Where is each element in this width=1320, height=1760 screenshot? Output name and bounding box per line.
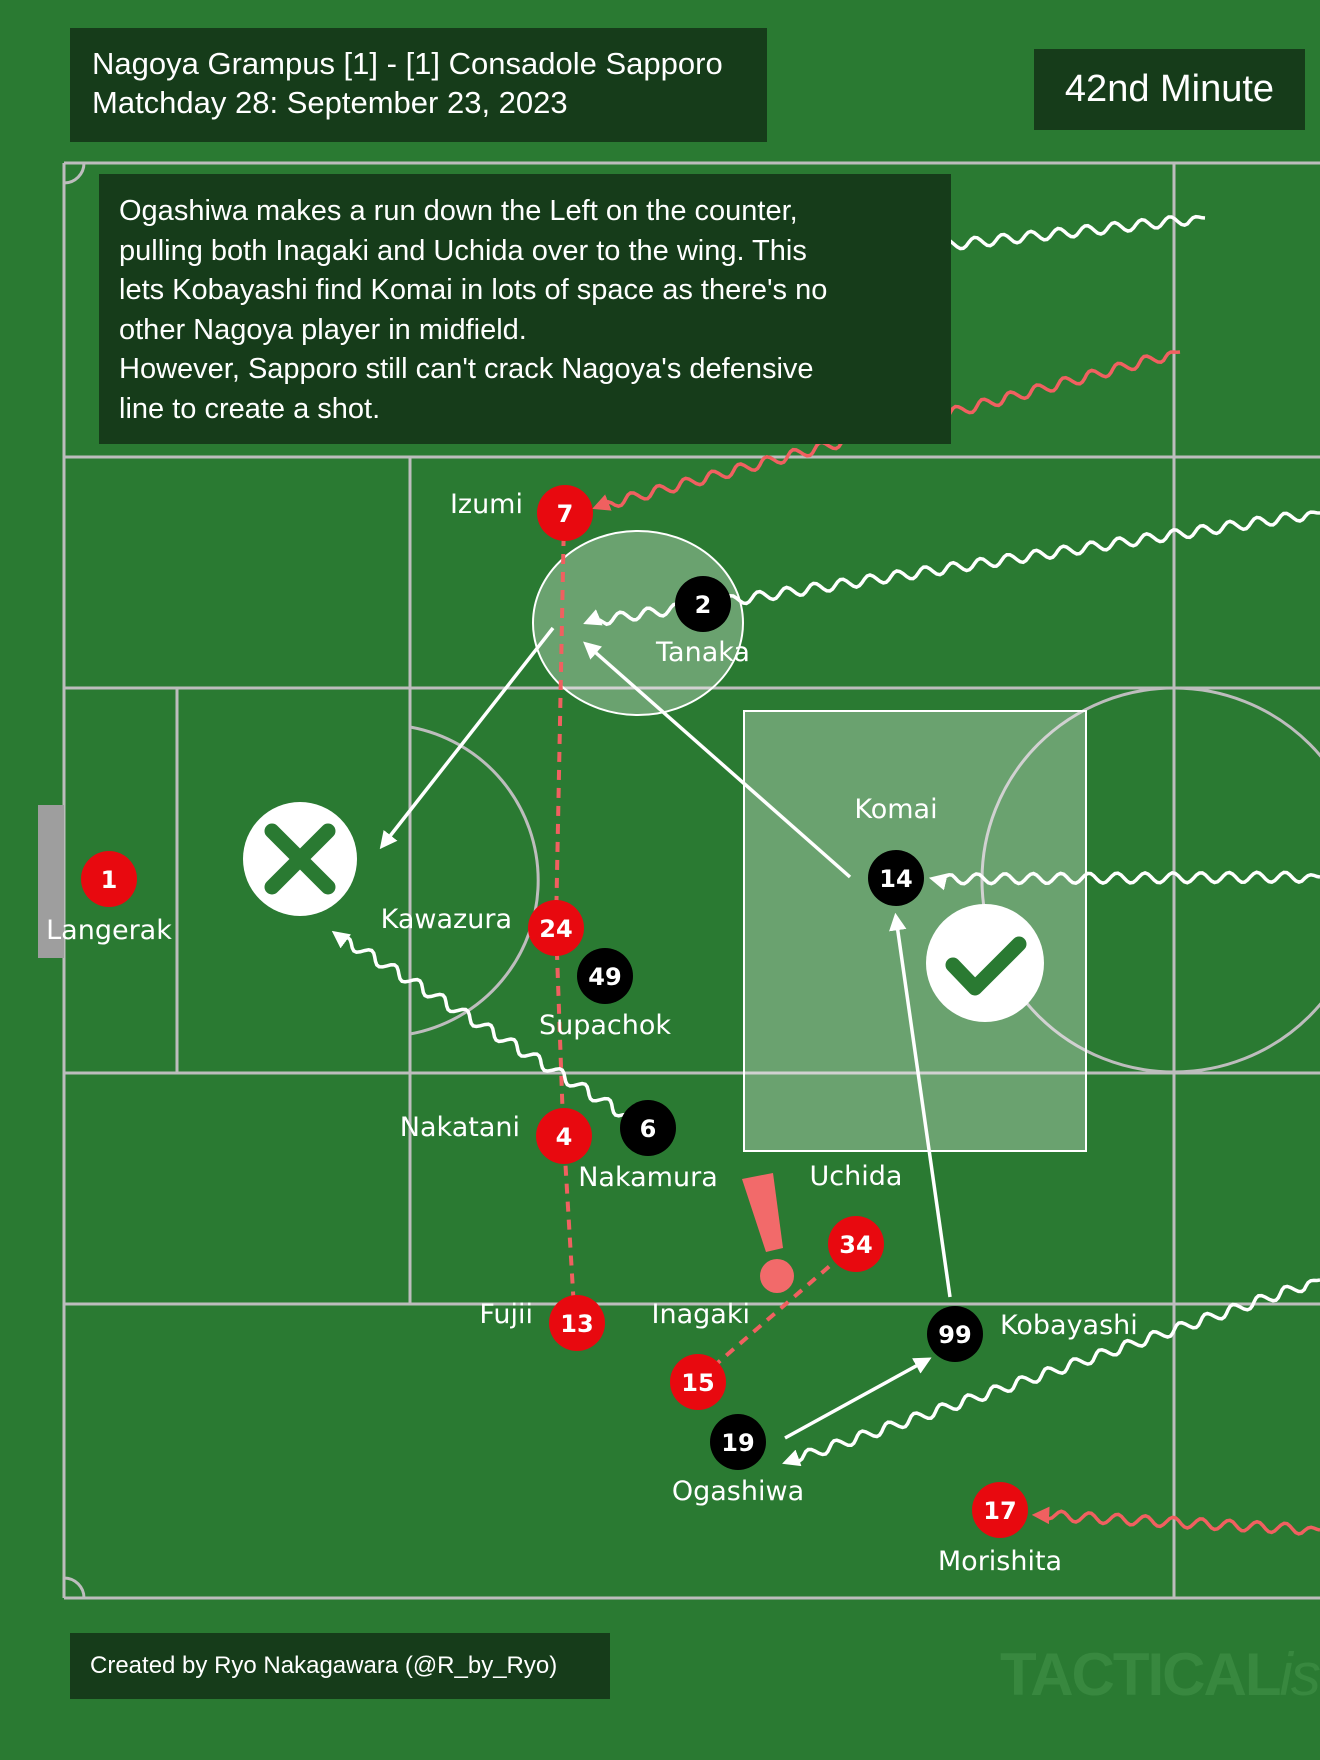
player-name: Nakatani: [400, 1112, 520, 1143]
run-morishita: [1031, 1506, 1320, 1536]
exclamation-icon: [742, 1173, 794, 1293]
run-komai: [928, 870, 1320, 891]
player-name: Nakamura: [578, 1162, 718, 1193]
player-name: Uchida: [810, 1161, 903, 1192]
goal: [38, 805, 64, 958]
watermark-logo: TACTICALista: [1000, 1641, 1320, 1708]
note-line: other Nagoya player in midfield.: [119, 313, 527, 346]
player-number: 15: [681, 1369, 714, 1397]
inagaki-uchida-link: [697, 1243, 856, 1381]
commentary-panel: Ogashiwa makes a run down the Left on th…: [99, 174, 951, 444]
minute-badge: 42nd Minute: [1034, 49, 1305, 130]
note-line: lets Kobayashi find Komai in lots of spa…: [119, 274, 828, 306]
player-name: Ogashiwa: [672, 1476, 804, 1507]
player-number: 4: [556, 1123, 573, 1151]
player-nagoya-15: 15 Inagaki: [652, 1299, 750, 1410]
note-line: pulling both Inagaki and Uchida over to …: [119, 234, 807, 267]
pass-kobayashi-komai: [889, 912, 952, 1298]
player-number: 1: [101, 866, 118, 894]
player-number: 14: [879, 865, 912, 893]
match-title: Nagoya Grampus [1] - [1] Consadole Sappo…: [92, 46, 723, 81]
nagoya-defensive-line: [553, 517, 577, 1326]
player-sapporo-99: 99 Kobayashi: [927, 1306, 1138, 1362]
player-name: Morishita: [938, 1546, 1062, 1577]
player-number: 7: [557, 500, 574, 528]
player-name: Tanaka: [655, 637, 750, 668]
player-nagoya-24: 24 Kawazura: [381, 900, 584, 956]
cross-icon: [243, 802, 357, 916]
player-number: 17: [983, 1497, 1016, 1525]
player-number: 19: [721, 1429, 754, 1457]
note-line: However, Sapporo still can't crack Nagoy…: [119, 353, 814, 385]
pass-ogashiwa-kobayashi: [784, 1357, 932, 1440]
player-nagoya-13: 13 Fujii: [479, 1295, 605, 1351]
tanaka-zone: [532, 530, 744, 716]
player-nagoya-34: 34 Uchida: [810, 1161, 903, 1272]
pass-tanaka-failed: [379, 626, 555, 850]
player-number: 13: [560, 1310, 593, 1338]
player-number: 34: [839, 1231, 872, 1259]
player-name: Komai: [854, 794, 937, 825]
player-name: Kobayashi: [1000, 1310, 1138, 1341]
run-ogashiwa: [782, 1278, 1320, 1467]
komai-space-zone: [743, 710, 1087, 1152]
credit-panel: Created by Ryo Nakagawara (@R_by_Ryo): [70, 1633, 610, 1699]
pass-komai-tanaka: [583, 641, 852, 879]
player-name: Kawazura: [381, 904, 512, 935]
player-number: 99: [938, 1321, 971, 1349]
pitch-lines: [62, 161, 1320, 1600]
player-number: 49: [588, 963, 621, 991]
player-nagoya-4: 4 Nakatani: [400, 1108, 592, 1164]
player-number: 6: [640, 1115, 657, 1143]
player-nagoya-7: 7 Izumi: [450, 485, 593, 541]
match-date: Matchday 28: September 23, 2023: [92, 85, 568, 120]
player-number: 2: [695, 591, 712, 619]
player-number: 24: [539, 915, 572, 943]
check-icon: [926, 904, 1044, 1022]
player-name: Supachok: [539, 1010, 671, 1041]
player-name: Inagaki: [652, 1299, 750, 1330]
run-nakamura: [331, 930, 638, 1124]
note-line: line to create a shot.: [119, 392, 381, 425]
player-name: Izumi: [450, 489, 523, 520]
note-line: Ogashiwa makes a run down the Left on th…: [119, 195, 798, 227]
player-name: Fujii: [479, 1299, 533, 1330]
player-name: Langerak: [46, 915, 172, 946]
player-sapporo-14: 14 Komai: [854, 794, 938, 906]
match-info-panel: Nagoya Grampus [1] - [1] Consadole Sappo…: [70, 28, 767, 142]
